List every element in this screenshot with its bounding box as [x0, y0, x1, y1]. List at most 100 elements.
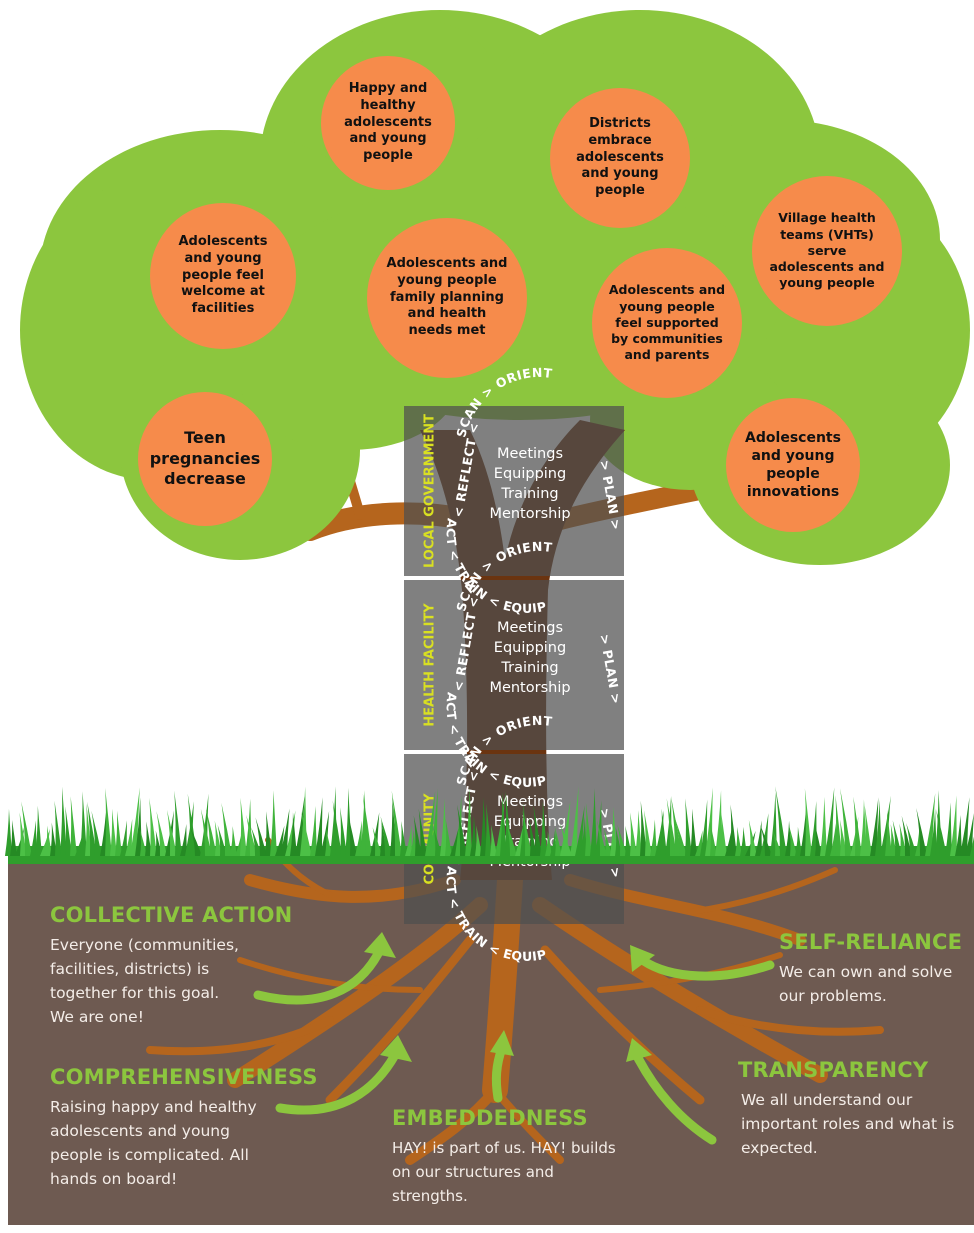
principle-self-reliance: SELF-RELIANCE We can own and solve our p… [779, 930, 969, 1008]
grass-blade [255, 817, 267, 856]
grass-blade [720, 812, 727, 856]
grass-blade [585, 802, 592, 856]
activity-item: Mentorship [489, 680, 570, 696]
principle-title: TRANSPARENCY [738, 1058, 929, 1082]
grass-blade [235, 830, 243, 856]
grass-blade [65, 806, 72, 856]
grass-blade [625, 825, 632, 856]
grass-blade [650, 819, 657, 856]
grass-blade [522, 810, 532, 856]
grass-blade [475, 825, 482, 856]
arrow-embeddedness-head [490, 1030, 514, 1056]
activity-item: Equipping [494, 466, 566, 482]
grass-blade [301, 811, 312, 856]
grass-blade [400, 820, 407, 856]
grass-blade [945, 802, 952, 856]
activity-item: Equipping [494, 814, 566, 830]
grass-blade [965, 813, 974, 856]
principle-body: Everyone (communities, facilities, distr… [50, 936, 239, 1026]
grass-blade [550, 830, 557, 856]
grass-blade [362, 793, 372, 856]
grass-blade [835, 795, 842, 856]
arrow-transparency-icon [633, 1053, 717, 1145]
grass-blade [418, 808, 427, 856]
grass-blade [755, 820, 762, 856]
grass-blade [391, 790, 402, 856]
grass-blade [440, 798, 447, 856]
grass-blade [190, 827, 202, 856]
grass-blade [45, 825, 52, 856]
cycle-panel-1 [404, 580, 624, 750]
arrow-self-head [630, 945, 655, 972]
grass-blade [340, 807, 347, 856]
grass-blade [246, 814, 257, 856]
grass-blade [120, 820, 127, 856]
grass-blade [853, 796, 862, 856]
goal-supported: Adolescents and young people feel suppor… [592, 248, 742, 398]
grass-blade [789, 825, 797, 856]
activity-item: Meetings [497, 794, 563, 810]
grass-blade [596, 819, 607, 856]
grass-blade [930, 808, 937, 856]
cycle-panel-0 [404, 406, 624, 576]
grass-blade [405, 825, 412, 856]
grass-blade [820, 796, 827, 856]
grass-blade [280, 808, 290, 856]
arrow-transparency-head [626, 1038, 652, 1062]
principle-body: We all understand our important roles an… [741, 1091, 955, 1157]
activity-item: Meetings [497, 620, 563, 636]
principle-title: EMBEDDEDNESS [392, 1106, 588, 1130]
grass-blade [105, 788, 112, 856]
grass-blade [800, 805, 807, 856]
grass-blade [825, 787, 835, 856]
grass-blade [167, 809, 177, 856]
arrow-collective-head [364, 932, 396, 958]
grass-blade [347, 813, 357, 856]
grass-blade [372, 827, 382, 856]
grass-blade [70, 796, 77, 856]
grass-blade [505, 820, 517, 856]
grass-blade [916, 808, 927, 856]
principle-comprehensiveness: COMPREHENSIVENESS Raising happy and heal… [50, 1065, 320, 1191]
goal-vht: Village health teams (VHTs) serve adoles… [752, 176, 902, 326]
grass-blade [666, 798, 677, 856]
grass-blade [880, 795, 891, 856]
grass-blade [629, 812, 637, 856]
arrow-comprehensive-head [380, 1035, 412, 1062]
level-label: LOCAL GOVERNMENT [423, 414, 438, 568]
grass-blade [221, 802, 232, 856]
grass-blade [380, 816, 392, 856]
principle-arrows [253, 932, 775, 1145]
grass-blade [500, 792, 507, 856]
grass-blade [640, 800, 647, 856]
grass-blade [635, 810, 642, 856]
grass-blade [410, 829, 417, 856]
arrow-embeddedness-icon [491, 1043, 507, 1103]
grass-blade [545, 830, 552, 856]
goal-innovations: Adolescents and young people innovations [726, 398, 860, 532]
goal-teen: Teen pregnancies decrease [138, 392, 272, 526]
grass-blade [60, 786, 67, 856]
grass-blade [425, 791, 436, 856]
grass-blade [480, 797, 487, 856]
grass-blade [485, 803, 492, 856]
grass-blade [174, 790, 182, 856]
principle-embeddedness: EMBEDDEDNESS HAY! is part of us. HAY! bu… [392, 1106, 642, 1208]
grass-blade [685, 798, 692, 856]
grass-blade [135, 797, 142, 856]
grass-strip [5, 786, 974, 864]
grass-blade [325, 828, 332, 856]
grass-blade [785, 820, 792, 856]
principle-body: HAY! is part of us. HAY! builds on our s… [392, 1139, 616, 1205]
grass-blade [875, 800, 882, 856]
grass-blade [217, 824, 227, 856]
grass-blade [955, 815, 962, 856]
grass-blade [815, 825, 822, 856]
grass-blade [533, 805, 542, 856]
grass-blade [906, 823, 917, 856]
grass-blade [290, 812, 297, 856]
grass-blade [35, 805, 42, 856]
grass-blade [54, 800, 62, 856]
grass-blade [950, 795, 957, 856]
grass-blade [21, 801, 32, 856]
